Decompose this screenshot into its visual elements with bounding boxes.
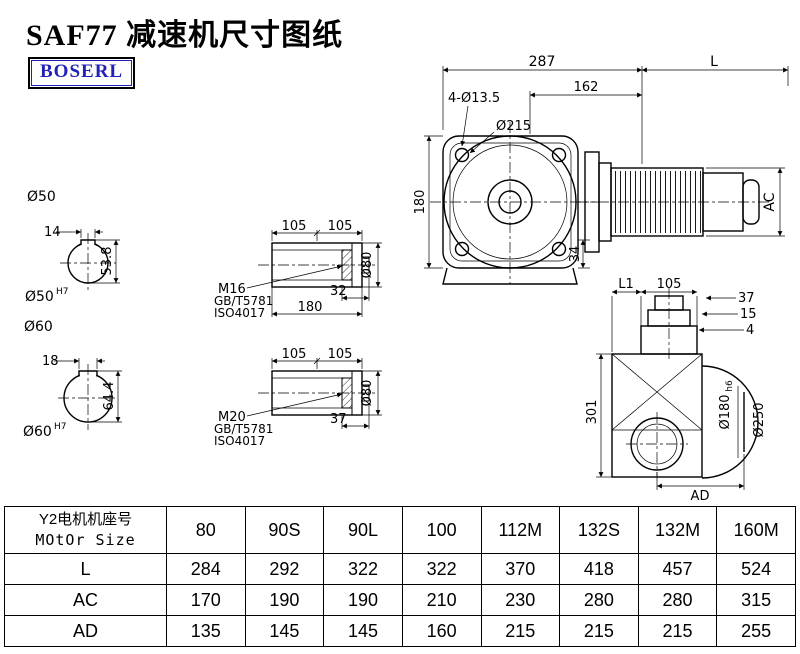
dim-37: 37 bbox=[330, 412, 347, 427]
dimension-table-wrap: Y2电机机座号 MOtOr Size 80 90S 90L 100 112M 1… bbox=[4, 506, 796, 647]
dia-80-m16: Ø80 bbox=[360, 252, 375, 279]
standard-gb: GB/T5781 bbox=[214, 422, 273, 436]
cell-L-1: 292 bbox=[244, 553, 325, 585]
dia-80-m20: Ø80 bbox=[360, 380, 375, 407]
cell-AC-1: 190 bbox=[244, 584, 325, 616]
size-col-112m: 112M bbox=[480, 506, 561, 554]
spigot-dia-label: Ø180 bbox=[718, 394, 733, 429]
dim-105-left: 105 bbox=[282, 219, 307, 234]
size-col-90l: 90L bbox=[323, 506, 403, 554]
dimension-drawing: Ø50 14 53.8 Ø50 H7 Ø60 18 64.4 bbox=[23, 54, 789, 504]
row-label-AC: AC bbox=[4, 584, 167, 616]
cell-L-0: 284 bbox=[166, 553, 246, 585]
cell-AD-1: 145 bbox=[244, 615, 325, 647]
size-col-132m: 132M bbox=[637, 506, 718, 554]
cell-AC-3: 210 bbox=[401, 584, 482, 616]
spigot-tolerance-label: h6 bbox=[725, 380, 735, 392]
flange-dia-250-label: Ø250 bbox=[752, 402, 767, 437]
cell-AD-6: 215 bbox=[637, 615, 718, 647]
dim-AC: AC bbox=[762, 192, 778, 211]
cell-AC-2: 190 bbox=[323, 584, 403, 616]
cell-AD-4: 215 bbox=[480, 615, 561, 647]
dim-301: 301 bbox=[585, 400, 600, 425]
dim-105-side: 105 bbox=[657, 277, 682, 292]
dia-50-label: Ø50 bbox=[27, 189, 56, 205]
table-row-AD: AD 135 145 145 160 215 215 215 255 bbox=[4, 615, 796, 647]
key-width-14: 14 bbox=[44, 225, 61, 240]
size-col-132s: 132S bbox=[559, 506, 639, 554]
row-label-L: L bbox=[4, 553, 167, 585]
dim-162: 162 bbox=[574, 80, 599, 95]
standard-iso: ISO4017 bbox=[214, 306, 265, 320]
cell-AC-4: 230 bbox=[480, 584, 561, 616]
dimension-table: Y2电机机座号 MOtOr Size 80 90S 90L 100 112M 1… bbox=[4, 506, 796, 647]
motor-size-header-cell: Y2电机机座号 MOtOr Size bbox=[4, 506, 167, 554]
cell-AC-6: 280 bbox=[637, 584, 718, 616]
motor-size-label-en: MOtOr Size bbox=[35, 531, 136, 549]
dim-4-side: 4 bbox=[746, 323, 754, 338]
size-col-160m: 160M bbox=[716, 506, 796, 554]
brand-logo-text: BOSERL bbox=[31, 60, 133, 86]
cell-L-4: 370 bbox=[480, 553, 561, 585]
cell-L-2: 322 bbox=[323, 553, 403, 585]
cell-AD-0: 135 bbox=[166, 615, 246, 647]
standard-iso: ISO4017 bbox=[214, 434, 265, 448]
main-view: 287 L 162 4-Ø13.5 Ø215 180 34 bbox=[413, 54, 789, 285]
dim-34: 34 bbox=[568, 246, 583, 263]
dim-L1: L1 bbox=[618, 277, 634, 292]
cell-AD-2: 145 bbox=[323, 615, 403, 647]
shaft-section-60: Ø60 18 64.4 Ø60 H7 bbox=[23, 319, 122, 440]
bore-60-tolerance: H7 bbox=[54, 422, 67, 432]
cell-AD-7: 255 bbox=[716, 615, 796, 647]
dim-105-right: 105 bbox=[328, 347, 353, 362]
motor-size-label-cn: Y2电机机座号 bbox=[38, 511, 133, 528]
dim-L: L bbox=[710, 54, 718, 70]
dim-AD: AD bbox=[691, 489, 710, 504]
dim-287: 287 bbox=[529, 54, 556, 70]
side-view: L1 105 37 15 4 301 Ø180 h6 Ø250 bbox=[585, 277, 767, 504]
shaft-drawing-m20: 105 105 M20 GB/T5781 ISO4017 37 Ø80 bbox=[214, 347, 382, 448]
cell-AC-7: 315 bbox=[716, 584, 796, 616]
cell-AD-5: 215 bbox=[559, 615, 639, 647]
thread-m20-label: M20 bbox=[218, 410, 246, 425]
cell-AC-5: 280 bbox=[559, 584, 639, 616]
table-header-row: Y2电机机座号 MOtOr Size 80 90S 90L 100 112M 1… bbox=[4, 506, 796, 554]
size-col-90s: 90S bbox=[244, 506, 325, 554]
thread-m16-label: M16 bbox=[218, 282, 246, 297]
shaft-section-50: Ø50 14 53.8 Ø50 H7 bbox=[25, 189, 120, 305]
dim-32: 32 bbox=[330, 284, 347, 299]
shaft-drawing-m16: 105 105 M16 GB/T5781 ISO4017 32 180 Ø80 bbox=[214, 219, 382, 320]
dim-15-side: 15 bbox=[740, 307, 757, 322]
cell-L-5: 418 bbox=[559, 553, 639, 585]
cell-L-7: 524 bbox=[716, 553, 796, 585]
key-width-18: 18 bbox=[42, 354, 59, 369]
key-height-644: 64.4 bbox=[102, 382, 117, 411]
dia-60-label: Ø60 bbox=[24, 319, 53, 335]
standard-gb: GB/T5781 bbox=[214, 294, 273, 308]
dim-105-right: 105 bbox=[328, 219, 353, 234]
dim-37-side: 37 bbox=[738, 291, 755, 306]
table-row-AC: AC 170 190 190 210 230 280 280 315 bbox=[4, 584, 796, 616]
row-label-AD: AD bbox=[4, 615, 167, 647]
cell-AD-3: 160 bbox=[401, 615, 482, 647]
size-col-80: 80 bbox=[166, 506, 246, 554]
brand-logo: BOSERL bbox=[28, 57, 136, 89]
table-row-L: L 284 292 322 322 370 418 457 524 bbox=[4, 553, 796, 585]
dim-180-main: 180 bbox=[413, 190, 428, 215]
dim-180-shaft: 180 bbox=[298, 300, 323, 315]
key-height-538: 53.8 bbox=[100, 247, 115, 276]
cell-L-6: 457 bbox=[637, 553, 718, 585]
cell-L-3: 322 bbox=[401, 553, 482, 585]
bore-60-label: Ø60 bbox=[23, 424, 52, 440]
size-col-100: 100 bbox=[401, 506, 482, 554]
bolt-holes-callout: 4-Ø13.5 bbox=[448, 91, 500, 106]
dim-105-left: 105 bbox=[282, 347, 307, 362]
cell-AC-0: 170 bbox=[166, 584, 246, 616]
bore-50-tolerance: H7 bbox=[56, 287, 69, 297]
bore-50-label: Ø50 bbox=[25, 289, 54, 305]
flange-dia-callout: Ø215 bbox=[496, 119, 531, 134]
page-title: SAF77 减速机尺寸图纸 bbox=[26, 19, 344, 52]
